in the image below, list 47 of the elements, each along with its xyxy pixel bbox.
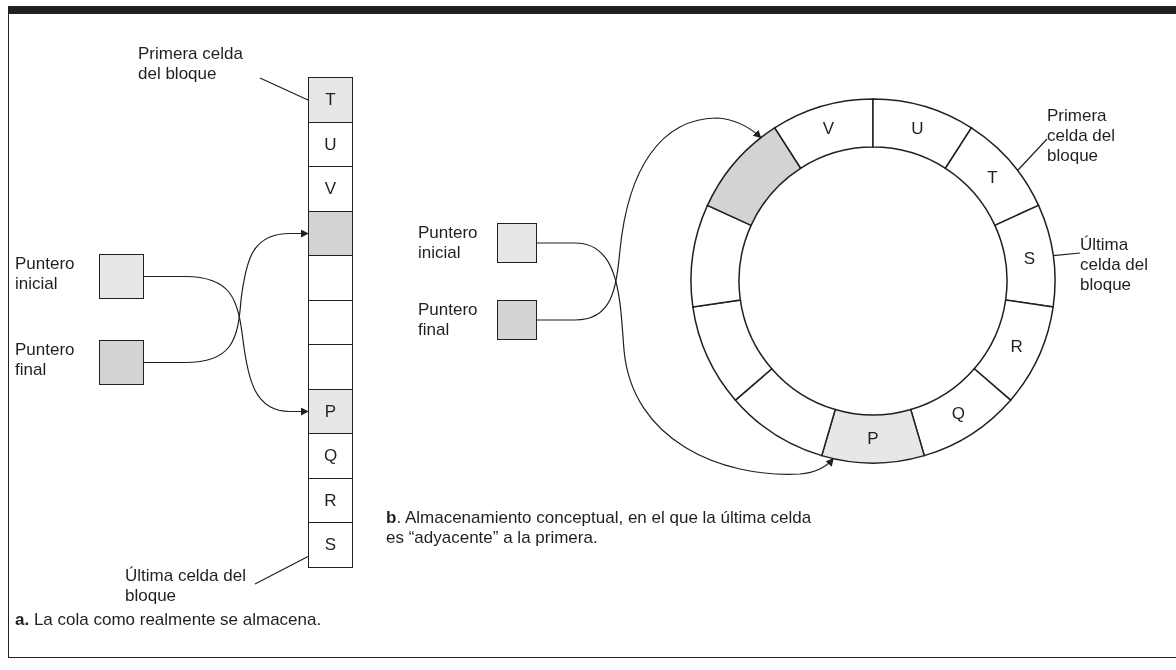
figure-caption: b. Almacenamiento conceptual, en el que la última celda es “adyacente” a la primera.	[386, 508, 813, 548]
callout-text: Última celda del bloque	[125, 566, 255, 606]
ring-cell	[872, 98, 973, 170]
memory-cell: P	[308, 388, 353, 435]
memory-cell: U	[308, 121, 353, 168]
cell-letter: S	[1022, 248, 1037, 269]
cell-letter: U	[910, 119, 925, 140]
cell-letter: Q	[950, 403, 966, 424]
ring-cell	[691, 299, 773, 402]
callout-text: Última celda del bloque	[1080, 235, 1170, 295]
callout-text: Primera celda del bloque	[1047, 106, 1137, 166]
leader-line	[259, 77, 309, 101]
memory-cell	[308, 210, 353, 257]
pointer-label: Puntero final	[418, 300, 479, 340]
pointer-arrow	[536, 117, 762, 321]
ring-cell	[820, 408, 926, 464]
memory-cell: V	[308, 166, 353, 212]
memory-cell: Q	[308, 433, 353, 479]
ring-cell	[690, 204, 753, 308]
leader-line	[1052, 252, 1081, 257]
pointer-label: Puntero inicial	[418, 223, 479, 263]
ring-cell	[909, 367, 1012, 457]
callout-text: Primera celda del bloque	[138, 44, 260, 84]
ring-cell	[993, 204, 1056, 308]
memory-cell	[308, 299, 353, 346]
ring-cell	[773, 98, 874, 170]
cell-letter: V	[821, 119, 836, 140]
pointer-label: Puntero final	[15, 340, 76, 380]
pointer-arrow	[536, 242, 834, 475]
ring-cell	[734, 367, 837, 457]
ring-cell	[973, 299, 1055, 402]
cell-letter: T	[986, 167, 999, 188]
figure-caption: a. La cola como realmente se almacena.	[15, 610, 323, 630]
ring-cell	[706, 126, 802, 227]
memory-cell	[308, 255, 353, 301]
pointer-arrow	[143, 275, 309, 416]
pointer-label: Puntero inicial	[15, 254, 76, 294]
memory-cell	[308, 344, 353, 390]
leader-line	[1017, 138, 1048, 172]
pointer-arrow	[143, 229, 309, 364]
cell-letter: P	[866, 429, 880, 449]
ring-cell	[944, 126, 1040, 227]
memory-cell: T	[308, 77, 353, 123]
memory-cell: R	[308, 477, 353, 524]
leader-line	[254, 555, 309, 585]
cell-letter: R	[1009, 336, 1024, 357]
memory-cell: S	[308, 522, 353, 568]
